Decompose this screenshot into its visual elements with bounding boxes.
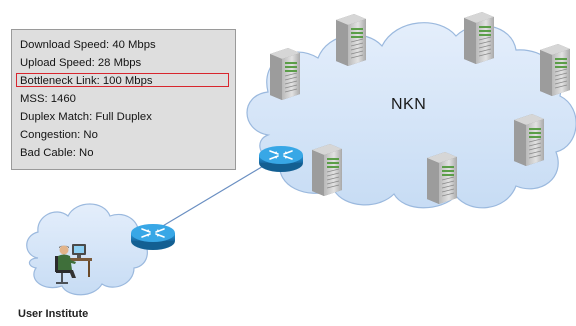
institute-cloud bbox=[26, 203, 148, 296]
server-icon bbox=[311, 143, 343, 197]
server-icon bbox=[539, 43, 571, 97]
download-speed-text: Download Speed: 40 Mbps bbox=[20, 39, 156, 51]
congestion-text: Congestion: No bbox=[20, 129, 98, 141]
mss-text: MSS: 1460 bbox=[20, 93, 76, 105]
bad-cable-text: Bad Cable: No bbox=[20, 147, 94, 159]
user-workstation-icon bbox=[55, 244, 92, 284]
server-icon bbox=[335, 13, 367, 67]
link-stats-panel: Download Speed: 40 Mbps Upload Speed: 28… bbox=[11, 29, 236, 170]
server-icon bbox=[513, 113, 545, 167]
nkn-cloud-label: NKN bbox=[391, 96, 427, 113]
router-icon bbox=[258, 145, 304, 173]
upload-speed-text: Upload Speed: 28 Mbps bbox=[20, 57, 142, 69]
server-icon bbox=[463, 11, 495, 65]
server-icon bbox=[269, 47, 301, 101]
user-institute-label: User Institute bbox=[18, 308, 89, 320]
nkn-cloud bbox=[246, 22, 576, 209]
bottleneck-link-text: Bottleneck Link: 100 Mbps bbox=[20, 75, 153, 87]
router-icon bbox=[130, 223, 176, 251]
wan-link bbox=[150, 161, 271, 234]
duplex-match-text: Duplex Match: Full Duplex bbox=[20, 111, 152, 123]
bottleneck-highlight bbox=[16, 73, 229, 87]
server-icon bbox=[426, 151, 458, 205]
